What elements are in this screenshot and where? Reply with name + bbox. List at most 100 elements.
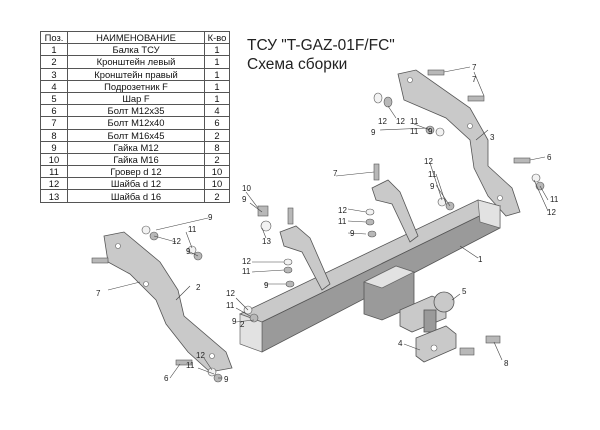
bracket-hole: [407, 77, 413, 83]
bracket-hole: [497, 195, 503, 201]
bracket-hole: [467, 123, 473, 129]
callout-11-mid: 11: [338, 217, 347, 226]
bolt-icon: [427, 69, 445, 76]
callout-9-bottom: 9: [224, 375, 229, 384]
nut-icon: [283, 266, 293, 274]
callout-7-mid: 7: [333, 169, 338, 178]
callout-13: 13: [262, 237, 271, 246]
callout-9-center: 9: [430, 182, 435, 191]
title-block: ТСУ "T-GAZ-01F/FC" Схема сборки: [247, 36, 395, 74]
bolt-icon: [459, 347, 475, 356]
nut-icon: [257, 205, 269, 217]
callout-11-bottom: 11: [186, 361, 195, 370]
callout-8: 8: [504, 359, 509, 368]
tow-beam-end: [477, 199, 501, 229]
bolt-icon: [91, 257, 109, 264]
callout-9-left: 9: [242, 195, 247, 204]
nut-icon: [383, 96, 393, 108]
socket-bracket: [415, 325, 457, 363]
callout-4: 4: [398, 339, 403, 348]
bracket-hole: [143, 281, 149, 287]
callout-7-top: 7: [472, 75, 477, 84]
bracket-hole: [115, 243, 121, 249]
tow-ball: [433, 291, 455, 313]
callout-11-left: 11: [242, 267, 251, 276]
callout-7-top: 7: [472, 63, 477, 72]
washer-icon: [373, 92, 383, 104]
table-cell-qty: 6: [204, 116, 230, 130]
callout-5: 5: [462, 287, 467, 296]
callout-10: 10: [242, 184, 251, 193]
callout-9-mid: 9: [350, 229, 355, 238]
callout-9-left2: 9: [186, 247, 191, 256]
beam-mount-right: [371, 179, 419, 243]
callout-11-center: 11: [428, 170, 437, 179]
left-bracket: [103, 231, 233, 373]
callout-11-right: 11: [550, 195, 559, 204]
callout-9-topright: 9: [428, 127, 433, 136]
callout-9-lower: 9: [264, 281, 269, 290]
washer-icon: [141, 225, 151, 235]
callout-12-righttop: 12: [396, 117, 405, 126]
title-product: ТСУ "T-GAZ-01F/FC": [247, 37, 395, 54]
callout-6-bottom: 6: [164, 374, 169, 383]
washer-icon: [531, 173, 541, 183]
hitch-receiver-face: [363, 265, 415, 289]
bolt-icon: [513, 157, 531, 164]
callout-2-bracket: 2: [240, 320, 245, 329]
washer-icon: [365, 208, 375, 216]
table-cell-qty: 2: [204, 189, 230, 203]
callout-12-lower: 12: [242, 257, 251, 266]
nut-icon: [285, 280, 295, 288]
callout-7-left: 7: [96, 289, 101, 298]
bolt-icon: [485, 335, 501, 344]
callout-9-top: 9: [371, 128, 376, 137]
callout-12-left: 12: [172, 237, 181, 246]
nut-icon: [367, 230, 377, 238]
bolt-icon: [373, 163, 380, 181]
callout-2-left: 2: [196, 283, 201, 292]
callout-12-center: 12: [424, 157, 433, 166]
bolt-icon: [175, 359, 193, 366]
callout-12-top: 12: [378, 117, 387, 126]
callout-1: 1: [478, 255, 483, 264]
callout-9-upperleft: 9: [208, 213, 213, 222]
bolt-icon: [467, 95, 485, 102]
callout-11-top: 11: [410, 127, 419, 136]
callout-3: 3: [490, 133, 495, 142]
washer-icon: [435, 127, 445, 137]
washer-icon: [260, 220, 272, 232]
washer-icon: [437, 197, 447, 207]
callout-11-upperleft: 11: [188, 225, 197, 234]
right-bracket: [397, 69, 521, 217]
washer-icon: [283, 258, 293, 266]
beam-mount-left: [279, 225, 331, 291]
bracket-hole: [209, 353, 215, 359]
leader-lines: [107, 66, 549, 379]
callout-12-bottom: 12: [196, 351, 205, 360]
tow-ball-stem: [423, 309, 437, 333]
callout-9-bracket: 9: [232, 317, 237, 326]
bracket-hole: [430, 344, 438, 352]
title-subtitle: Схема сборки: [247, 56, 348, 73]
callout-6-right: 6: [547, 153, 552, 162]
table-cell-qty: 4: [204, 104, 230, 118]
callout-11-bracket: 11: [226, 301, 235, 310]
callout-11-righttop: 11: [410, 117, 419, 126]
nut-icon: [365, 218, 375, 226]
callout-12-bracket: 12: [226, 289, 235, 298]
callout-12-right: 12: [547, 208, 556, 217]
callout-12-mid: 12: [338, 206, 347, 215]
bolt-icon: [287, 207, 294, 225]
nut-icon: [249, 313, 259, 323]
